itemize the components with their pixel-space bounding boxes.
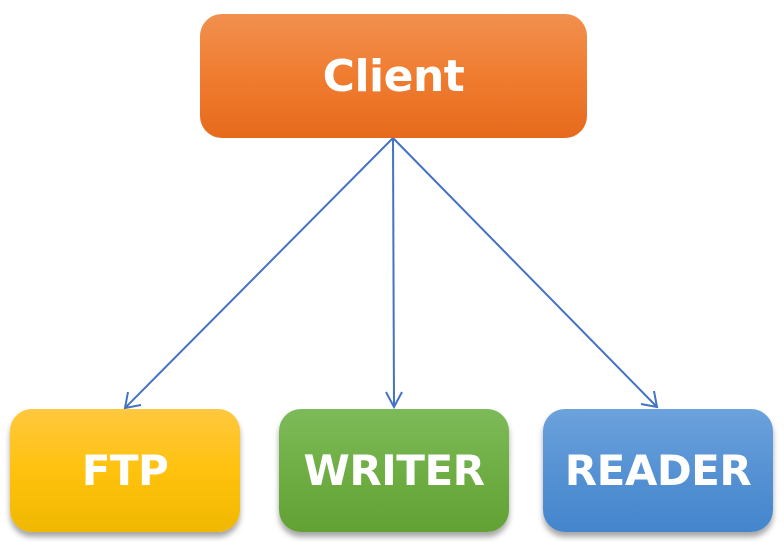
arrowhead-writer (385, 391, 403, 410)
writer-label: WRITER (303, 446, 485, 495)
arrow-client-to-reader (392, 137, 658, 408)
ftp-node: FTP (10, 409, 240, 532)
arrowhead-ftp (123, 391, 142, 410)
client-label: Client (322, 50, 465, 102)
arrow-client-to-writer (392, 137, 395, 408)
ftp-label: FTP (81, 446, 169, 495)
reader-node: READER (543, 409, 773, 532)
arrow-client-to-ftp (124, 137, 394, 409)
writer-node: WRITER (279, 409, 509, 532)
arrowhead-reader (640, 390, 659, 409)
client-node: Client (200, 14, 587, 138)
reader-label: READER (564, 446, 752, 495)
